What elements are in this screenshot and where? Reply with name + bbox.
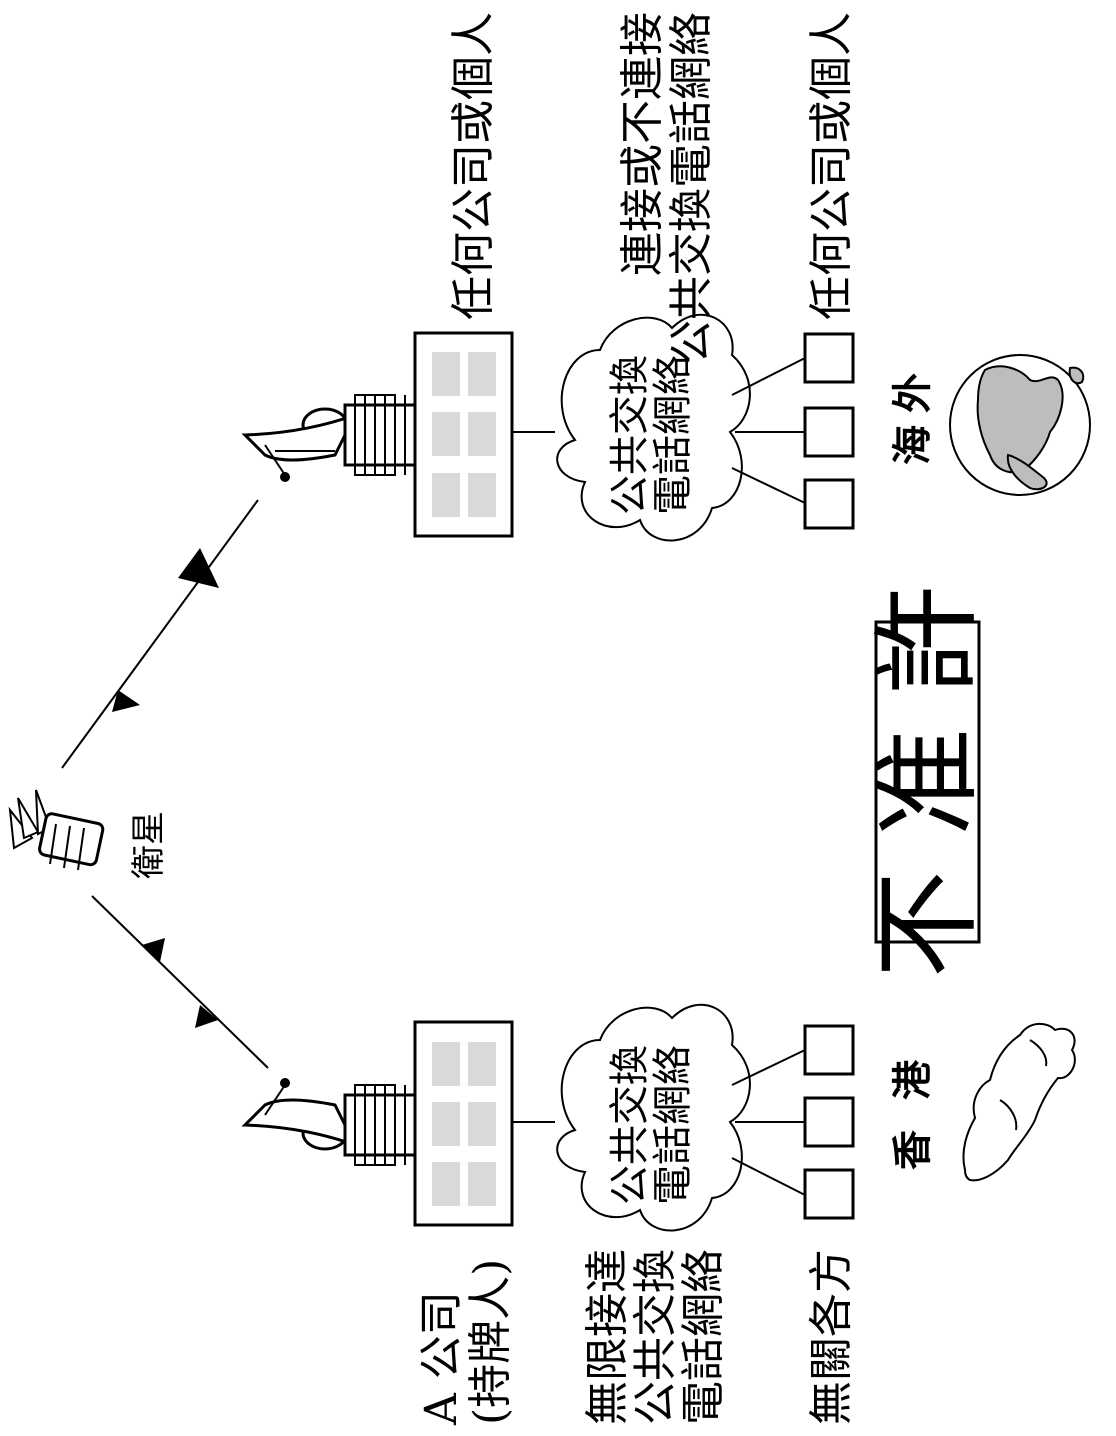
exchange-building-overseas [413, 331, 514, 538]
label-left-party-line1: A 公司 [416, 1291, 467, 1426]
terminal-box-overseas-2 [803, 406, 855, 458]
earth-station-dish-icon-hongkong [241, 1078, 417, 1166]
exchange-building-hongkong [413, 1020, 514, 1227]
cloud-text-line1-overseas: 公共交換 [607, 355, 653, 515]
terminal-box-hongkong-1 [803, 1024, 855, 1076]
link-satellite-hongkong [91, 895, 269, 1069]
label-left-unrelated: 無關各方 [806, 1249, 857, 1425]
place-hongkong-1: 香 [890, 1130, 936, 1170]
terminal-box-hongkong-2 [803, 1096, 855, 1148]
place-overseas-1: 海 [890, 425, 936, 465]
cloud-text-line2-overseas: 電話網絡 [650, 355, 696, 515]
terminal-box-overseas-3 [803, 478, 855, 530]
earth-station-dish-icon-overseas [241, 394, 417, 482]
label-left-party-line2: (持牌人) [465, 1259, 516, 1425]
label-left-connection-line3: 電話網絡 [678, 1249, 729, 1425]
globe-icon [949, 354, 1091, 496]
terminal-box-overseas-1 [803, 332, 855, 384]
cloud-text-line2-hongkong: 電話網絡 [650, 1045, 696, 1205]
label-top-connection-line1: 連接或不連接 [617, 12, 668, 276]
terminal-box-hongkong-3 [803, 1168, 855, 1220]
label-top-party-right: 任何公司或個人 [806, 12, 857, 320]
link-satellite-overseas [61, 499, 259, 769]
hong-kong-map-icon [962, 1022, 1076, 1182]
label-top-party: 任何公司或個人 [448, 12, 499, 320]
terminal-links-hongkong [731, 1049, 806, 1196]
satellite-icon [8, 789, 105, 871]
not-permitted-frame [874, 620, 981, 944]
not-permitted-banner: 不 准 許 [866, 586, 991, 979]
label-left-connection-line2: 公共交換 [630, 1249, 681, 1425]
cloud-text-line1-hongkong: 公共交換 [607, 1045, 653, 1205]
pstn-cloud-hongkong [556, 1003, 751, 1232]
place-overseas-2: 外 [890, 373, 936, 413]
terminal-links-overseas [731, 357, 806, 504]
label-top-connection-line2: 公共交換電話網絡 [666, 12, 717, 364]
place-hongkong-2: 港 [890, 1059, 936, 1100]
satellite-label: 衛星 [129, 811, 169, 879]
pstn-cloud-overseas [556, 313, 751, 542]
label-left-connection-line1: 無限接達 [582, 1249, 633, 1425]
